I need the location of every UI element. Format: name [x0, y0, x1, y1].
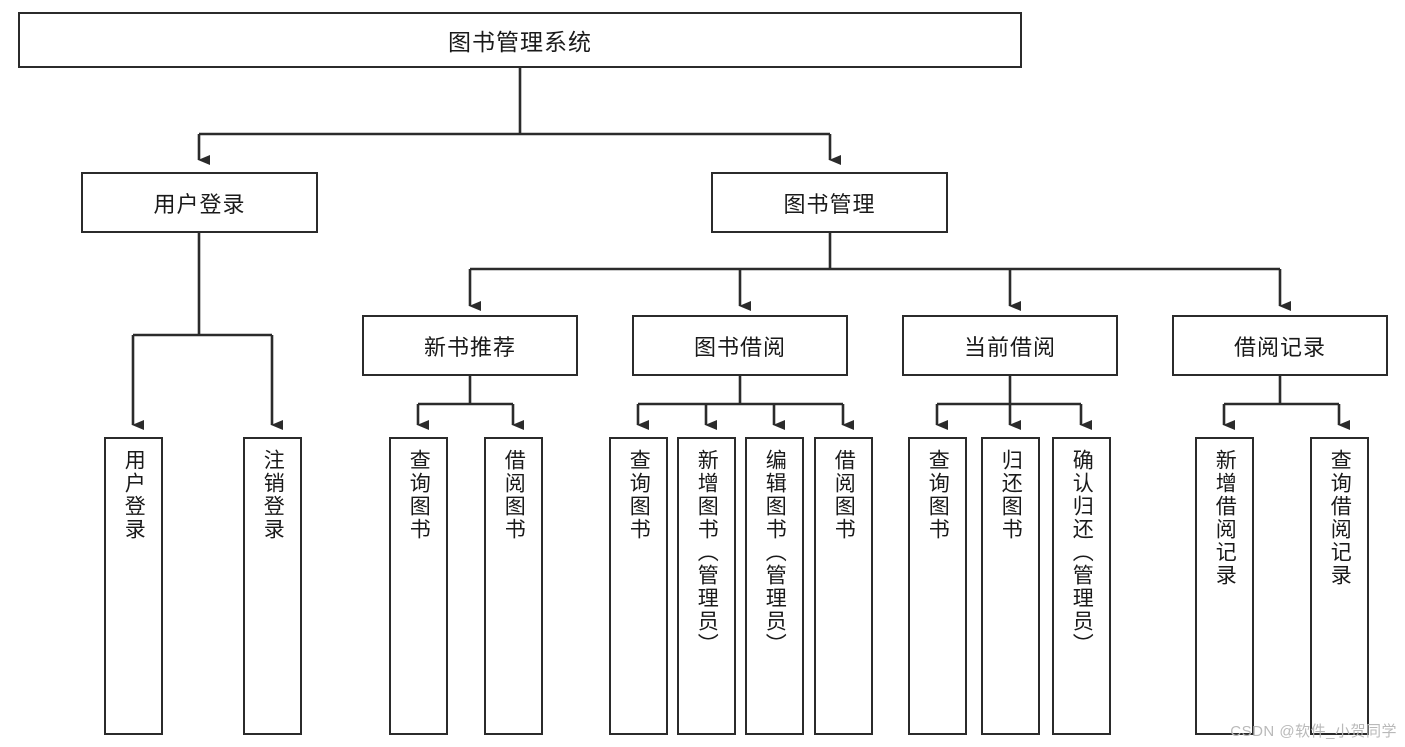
node-borrow-record[interactable]: 借阅记录	[1172, 315, 1388, 376]
leaf-add-borrow-record[interactable]: 新增借阅记录	[1195, 437, 1254, 735]
leaf-query-borrow-record[interactable]: 查询借阅记录	[1310, 437, 1369, 735]
csdn-watermark: CSDN @软件_小贺同学	[1230, 723, 1397, 740]
leaf-return-book[interactable]: 归还图书	[981, 437, 1040, 735]
node-book-management-system[interactable]: 图书管理系统	[18, 12, 1022, 68]
node-new-book-recommend[interactable]: 新书推荐	[362, 315, 578, 376]
leaf-borrow-book-borrow[interactable]: 借阅图书	[814, 437, 873, 735]
node-user-login[interactable]: 用户登录	[81, 172, 318, 233]
leaf-borrow-book-recommend[interactable]: 借阅图书	[484, 437, 543, 735]
node-current-borrow[interactable]: 当前借阅	[902, 315, 1118, 376]
node-book-manage[interactable]: 图书管理	[711, 172, 948, 233]
leaf-query-book-borrow[interactable]: 查询图书	[609, 437, 668, 735]
leaf-confirm-return-admin[interactable]: 确认归还（管理员）	[1052, 437, 1111, 735]
leaf-query-book-recommend[interactable]: 查询图书	[389, 437, 448, 735]
node-book-borrow[interactable]: 图书借阅	[632, 315, 848, 376]
leaf-edit-book-admin[interactable]: 编辑图书（管理员）	[745, 437, 804, 735]
leaf-query-book-current[interactable]: 查询图书	[908, 437, 967, 735]
leaf-add-book-admin[interactable]: 新增图书（管理员）	[677, 437, 736, 735]
leaf-logout-login[interactable]: 注销登录	[243, 437, 302, 735]
leaf-user-login[interactable]: 用户登录	[104, 437, 163, 735]
